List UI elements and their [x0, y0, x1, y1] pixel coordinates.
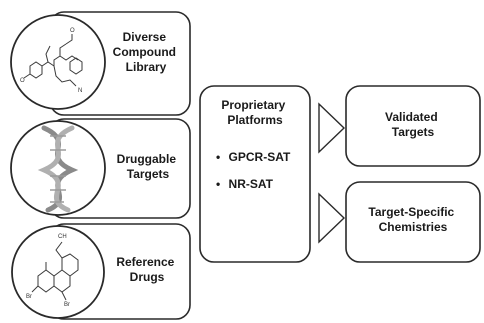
input-item-druggable-targets: Druggable Targets	[10, 118, 191, 219]
output-item-validated-targets: Validated Targets	[345, 85, 481, 167]
svg-text:Br: Br	[26, 294, 32, 300]
bullet-symbol: •	[216, 177, 220, 191]
icon-circle	[11, 225, 105, 319]
output-label: Target-Specific Chemistries	[368, 205, 457, 234]
input-item-reference-drugs: Br Br CH Reference Drugs	[11, 223, 191, 320]
title-line: Platforms	[227, 113, 283, 127]
output-box	[345, 85, 481, 167]
svg-text:CH: CH	[58, 234, 67, 240]
label-line: Targets	[127, 167, 170, 181]
label-line: Target-Specific	[368, 205, 454, 219]
input-label: Diverse Compound Library	[113, 30, 180, 74]
drug-molecule-icon: Br Br CH	[26, 234, 79, 308]
platforms-box	[199, 85, 311, 263]
platform-bullet-gpcr: • GPCR-SAT	[216, 150, 291, 164]
label-line: Compound	[113, 45, 176, 59]
molecule-structure-icon: O O N	[20, 28, 83, 94]
input-label: Druggable Targets	[117, 152, 180, 181]
svg-text:O: O	[70, 28, 75, 34]
output-item-target-chemistries: Target-Specific Chemistries	[345, 181, 481, 263]
title-line: Proprietary	[221, 98, 285, 112]
input-item-compound-library: O O N Diverse Compound Library	[10, 11, 191, 116]
input-label: Reference Drugs	[116, 255, 177, 284]
label-line: Chemistries	[379, 220, 448, 234]
svg-text:Br: Br	[64, 302, 70, 308]
dna-helix-icon	[37, 125, 79, 213]
icon-circle	[10, 120, 106, 216]
label-line: Druggable	[117, 152, 177, 166]
svg-text:N: N	[78, 88, 82, 94]
output-label: Validated Targets	[385, 110, 441, 139]
label-line: Library	[126, 60, 167, 74]
output-box	[345, 181, 481, 263]
label-line: Reference	[116, 255, 174, 269]
platform-bullet-nr: • NR-SAT	[216, 177, 274, 191]
arrow-to-validated-targets	[318, 102, 346, 154]
bullet-symbol: •	[216, 150, 220, 164]
label-line: Drugs	[130, 270, 165, 284]
label-line: Targets	[392, 125, 435, 139]
icon-circle	[10, 14, 106, 110]
svg-text:O: O	[20, 78, 25, 84]
bullet-text: GPCR-SAT	[229, 150, 291, 164]
bullet-text: NR-SAT	[229, 177, 274, 191]
platforms-title: Proprietary Platforms	[221, 98, 288, 127]
arrow-to-target-chemistries	[318, 192, 346, 244]
platforms-box-group: Proprietary Platforms • GPCR-SAT • NR-SA…	[199, 85, 311, 263]
label-line: Diverse	[123, 30, 167, 44]
label-line: Validated	[385, 110, 438, 124]
